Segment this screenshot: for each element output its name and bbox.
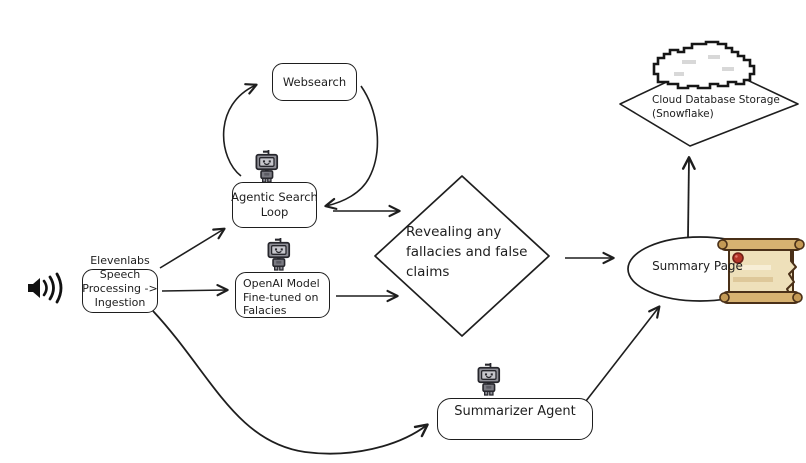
decision-diamond-shape [374, 175, 550, 337]
agentic-robot-icon [255, 149, 279, 183]
summary-page-label: Summary Page [652, 259, 743, 273]
arrow-ingestion-to-agentic [159, 227, 226, 269]
websearch-label: Websearch [282, 75, 347, 89]
arrow-summarizer-to-summary [585, 305, 661, 402]
agentic-search-loop-label: Agentic Search Loop [231, 190, 318, 219]
arrow-summary-to-cloud [681, 156, 696, 238]
cloud-icon [652, 40, 756, 90]
summarizer-agent-label: Summarizer Agent [454, 404, 576, 419]
node-agentic-search-loop [232, 182, 317, 228]
node-openai-model [235, 272, 330, 318]
arrow-ingestion-to-openai [161, 284, 229, 297]
arrow-ingestion-to-summarizer [152, 310, 429, 455]
summarizer-robot-icon [477, 362, 501, 396]
scroll-icon [717, 238, 805, 304]
openai-model-label: OpenAI Model Fine-tuned on Falacies [243, 277, 320, 317]
cloud-storage-label: Cloud Database Storage (Snowflake) [652, 94, 780, 120]
node-summarizer-agent [437, 398, 593, 440]
openai-robot-icon [267, 237, 291, 271]
revealing-diamond-label: Revealing any fallacies and false claims [406, 224, 528, 280]
arrow-websearch-to-agentic [324, 85, 379, 210]
speaker-icon [28, 272, 63, 304]
arrow-agentic-to-websearch [222, 83, 258, 177]
ingestion-label: Elevenlabs Speech Processing -> Ingestio… [82, 254, 158, 309]
node-websearch [272, 63, 357, 101]
node-ingestion [82, 269, 158, 313]
